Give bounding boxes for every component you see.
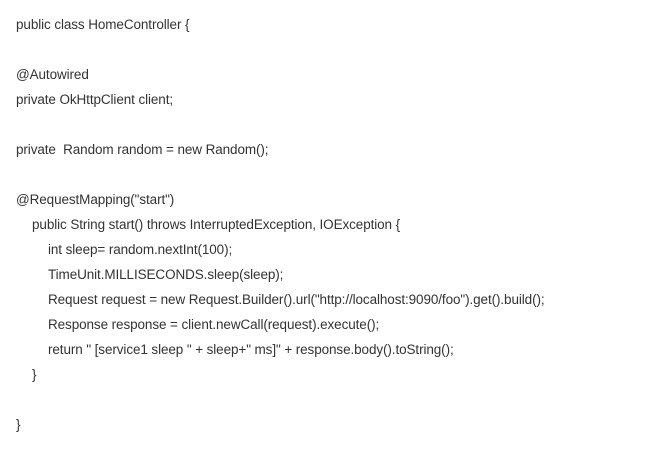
code-line-client-field: private OkHttpClient client; xyxy=(16,92,174,107)
code-line-sleep-variable: int sleep= random.nextInt(100); xyxy=(48,242,233,257)
code-line-sleep-call: TimeUnit.MILLISECONDS.sleep(sleep); xyxy=(48,267,284,282)
code-line-response-execute: Response response = client.newCall(reque… xyxy=(48,317,380,332)
code-snippet: public class HomeController { @Autowired… xyxy=(16,15,656,445)
code-line-method-signature: public String start() throws Interrupted… xyxy=(32,217,401,232)
code-line-request-mapping-annotation: @RequestMapping("start") xyxy=(16,192,175,207)
code-line-request-builder: Request request = new Request.Builder().… xyxy=(48,292,545,307)
code-line-return-statement: return " [service1 sleep " + sleep+" ms]… xyxy=(48,342,454,357)
code-line-autowired-annotation: @Autowired xyxy=(16,67,89,82)
code-line-class-close-brace: } xyxy=(16,417,21,432)
code-line-class-declaration: public class HomeController { xyxy=(16,17,190,32)
code-line-method-close-brace: } xyxy=(32,367,37,382)
code-line-random-field: private Random random = new Random(); xyxy=(16,142,269,157)
